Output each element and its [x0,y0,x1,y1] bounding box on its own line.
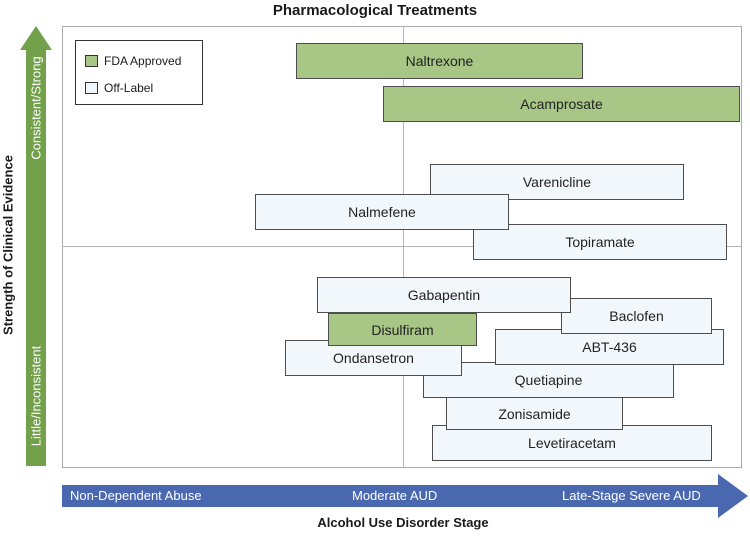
bar-label-gabapentin: Gabapentin [407,287,481,303]
x-axis-arrow-shape [62,474,748,518]
y-axis-title: Strength of Clinical Evidence [0,155,16,335]
bar-label-acamprosate: Acamprosate [520,96,603,112]
bar-zonisamide: Zonisamide [446,397,623,430]
chart-title: Pharmacological Treatments [272,2,478,19]
x-axis-title: Alcohol Use Disorder Stage [317,515,489,530]
y-axis-top-label: Consistent/Strong [28,56,44,160]
bar-label-baclofen: Baclofen [609,308,664,324]
bar-baclofen: Baclofen [561,298,712,334]
x-axis-left-label: Non-Dependent Abuse [70,488,202,503]
bar-abt-436: ABT-436 [495,329,724,365]
legend-label-off-label: Off-Label [104,81,154,95]
legend-swatch-fda [85,55,98,67]
bar-label-quetiapine: Quetiapine [514,372,583,388]
y-axis-arrow [20,26,52,466]
bar-label-ondansetron: Ondansetron [333,350,414,366]
x-axis-right-label: Late-Stage Severe AUD [562,488,701,503]
bar-label-zonisamide: Zonisamide [498,405,571,422]
bar-label-abt-436: ABT-436 [582,339,637,355]
bar-label-topiramate: Topiramate [565,234,635,250]
bar-acamprosate: Acamprosate [383,86,740,122]
bar-naltrexone: Naltrexone [296,43,583,79]
bar-label-varenicline: Varenicline [522,174,592,190]
legend-swatch-off-label [85,82,98,94]
bar-gabapentin: Gabapentin [317,277,571,313]
bar-topiramate: Topiramate [473,224,727,260]
legend-item-fda: FDA Approved [85,54,181,68]
bar-label-nalmefene: Nalmefene [348,204,416,220]
bar-ondansetron: Ondansetron [285,340,462,376]
x-axis-arrow [62,474,748,518]
legend-item-off-label: Off-Label [85,81,153,95]
bar-label-levetiracetam: Levetiracetam [528,435,616,451]
x-axis-middle-label: Moderate AUD [352,488,438,503]
bar-levetiracetam: Levetiracetam [432,425,712,461]
horizontal-divider [62,246,742,247]
vertical-divider [403,26,404,468]
legend-label-fda: FDA Approved [104,54,182,68]
bar-nalmefene: Nalmefene [255,194,509,230]
legend: FDA Approved Off-Label [75,40,203,105]
y-axis-arrow-shape [20,26,52,466]
plot-area [62,26,742,468]
bar-label-disulfiram: Disulfiram [371,321,434,338]
bar-label-naltrexone: Naltrexone [405,53,474,69]
y-axis-bottom-label: Little/Inconsistent [28,345,44,447]
bar-varenicline: Varenicline [430,164,684,200]
bar-disulfiram: Disulfiram [328,313,477,346]
